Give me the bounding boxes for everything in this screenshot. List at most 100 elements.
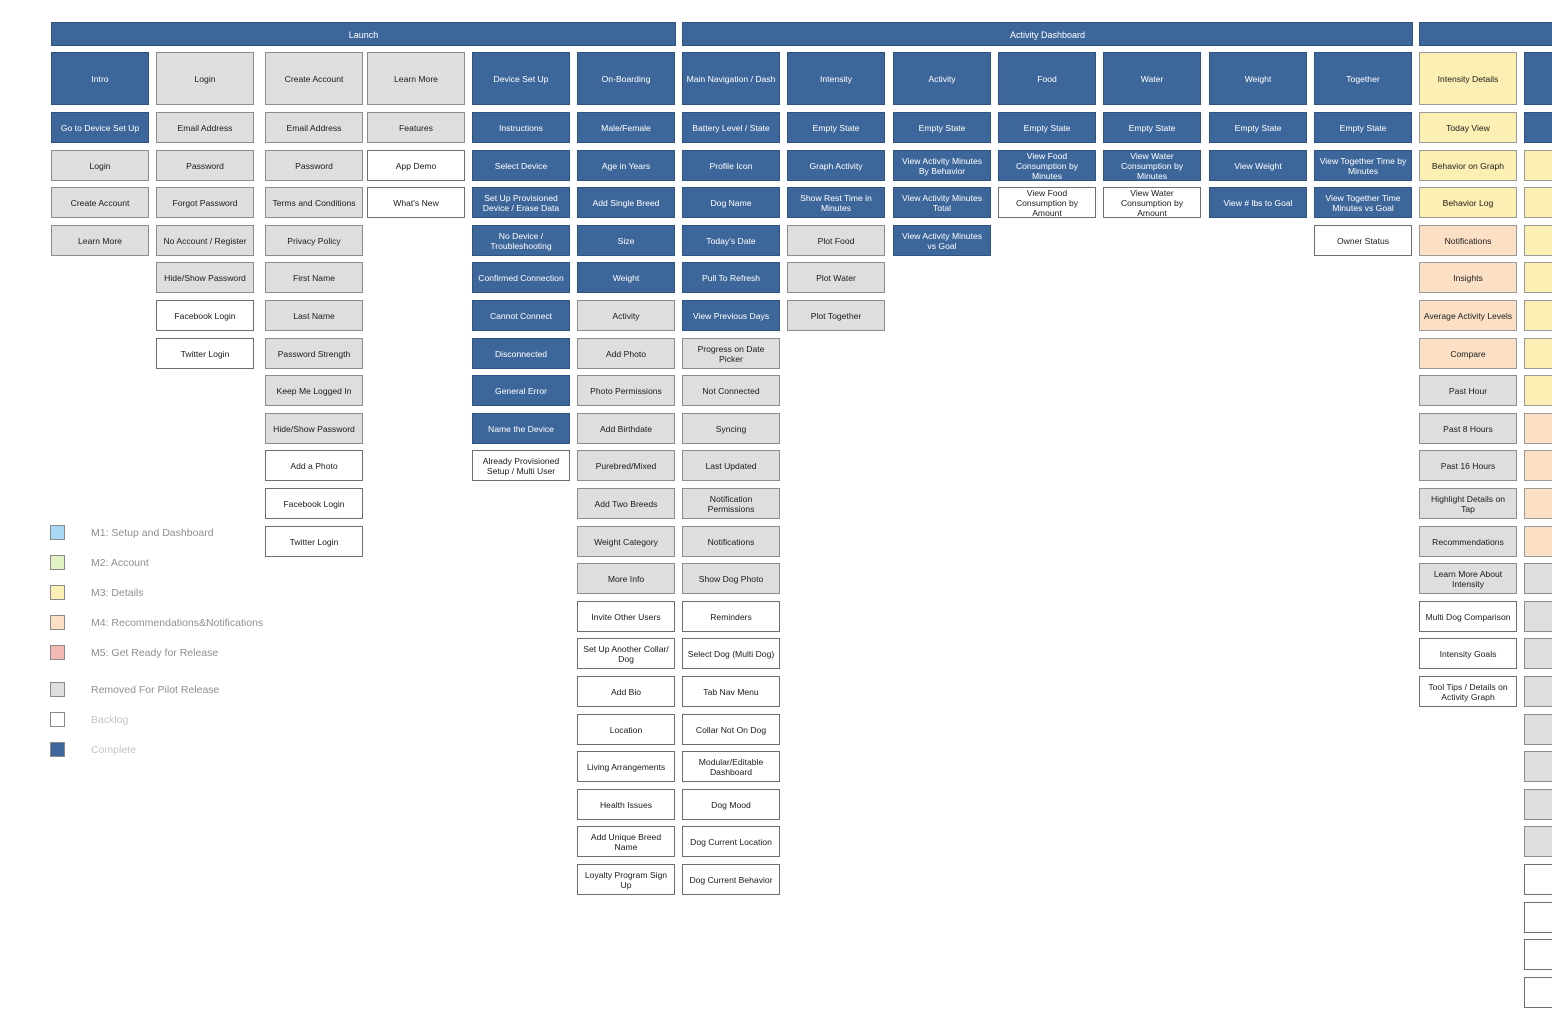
feature-card-blank[interactable]: [1524, 826, 1552, 857]
feature-card-view-activity-minutes-by-behavior[interactable]: View Activity Minutes By Behavior: [893, 150, 991, 181]
feature-card-c[interactable]: C: [1524, 338, 1552, 369]
feature-card-create-account[interactable]: Create Account: [51, 187, 149, 218]
feature-card-lea[interactable]: Lea: [1524, 789, 1552, 820]
feature-card-add-unique-breed-name[interactable]: Add Unique Breed Name: [577, 826, 675, 857]
feature-card-hide-show-password[interactable]: Hide/Show Password: [265, 413, 363, 444]
feature-card-multi[interactable]: Multi: [1524, 864, 1552, 895]
feature-card-features[interactable]: Features: [367, 112, 465, 143]
column-header-be[interactable]: Be: [1524, 52, 1552, 105]
feature-card-empty-state[interactable]: Empty State: [893, 112, 991, 143]
feature-card-terms-and-conditions[interactable]: Terms and Conditions: [265, 187, 363, 218]
feature-card-no-device-troubleshooting[interactable]: No Device / Troubleshooting: [472, 225, 570, 256]
column-header-device-set-up[interactable]: Device Set Up: [472, 52, 570, 105]
feature-card-empty-state[interactable]: Empty State: [1209, 112, 1307, 143]
feature-card-name-the-device[interactable]: Name the Device: [472, 413, 570, 444]
column-header-intro[interactable]: Intro: [51, 52, 149, 105]
feature-card-insights[interactable]: Insights: [1419, 262, 1517, 293]
feature-card-health-issues[interactable]: Health Issues: [577, 789, 675, 820]
feature-card-living-arrangements[interactable]: Living Arrangements: [577, 751, 675, 782]
feature-card-today-s-date[interactable]: Today's Date: [682, 225, 780, 256]
feature-card-average-activity-levels[interactable]: Average Activity Levels: [1419, 300, 1517, 331]
feature-card-login[interactable]: Login: [51, 150, 149, 181]
feature-card-progress-on-date-picker[interactable]: Progress on Date Picker: [682, 338, 780, 369]
feature-card-empty-state[interactable]: Empty State: [998, 112, 1096, 143]
feature-card-facebook-login[interactable]: Facebook Login: [265, 488, 363, 519]
feature-card-blank[interactable]: [1524, 488, 1552, 519]
feature-card-plot-water[interactable]: Plot Water: [787, 262, 885, 293]
feature-card-blank[interactable]: [1524, 375, 1552, 406]
feature-card-add-single-breed[interactable]: Add Single Breed: [577, 187, 675, 218]
feature-card-view-water-consumption-by-minutes[interactable]: View Water Consumption by Minutes: [1103, 150, 1201, 181]
feature-card-no-account-register[interactable]: No Account / Register: [156, 225, 254, 256]
feature-card-battery-level-state[interactable]: Battery Level / State: [682, 112, 780, 143]
column-header-together[interactable]: Together: [1314, 52, 1412, 105]
feature-card-add-bio[interactable]: Add Bio: [577, 676, 675, 707]
feature-card-select-device[interactable]: Select Device: [472, 150, 570, 181]
feature-card-s[interactable]: S: [1524, 112, 1552, 143]
feature-card-view-activity-minutes-total[interactable]: View Activity Minutes Total: [893, 187, 991, 218]
feature-card-modular-editable-dashboard[interactable]: Modular/Editable Dashboard: [682, 751, 780, 782]
feature-card-age-in-years[interactable]: Age in Years: [577, 150, 675, 181]
feature-card-tab-nav-menu[interactable]: Tab Nav Menu: [682, 676, 780, 707]
feature-card-instructions[interactable]: Instructions: [472, 112, 570, 143]
feature-card-owner-status[interactable]: Owner Status: [1314, 225, 1412, 256]
feature-card-male-female[interactable]: Male/Female: [577, 112, 675, 143]
feature-card-av-m[interactable]: Av M: [1524, 413, 1552, 444]
feature-card-blank[interactable]: [1524, 638, 1552, 669]
feature-card-behavior-log[interactable]: Behavior Log: [1419, 187, 1517, 218]
feature-card-view-together-time-minutes-vs-goal[interactable]: View Together Time Minutes vs Goal: [1314, 187, 1412, 218]
feature-card-multi-dog-comparison[interactable]: Multi Dog Comparison: [1419, 601, 1517, 632]
feature-card-blank[interactable]: [1524, 450, 1552, 481]
feature-card-purebred-mixed[interactable]: Purebred/Mixed: [577, 450, 675, 481]
feature-card-weight[interactable]: Weight: [577, 262, 675, 293]
feature-card-invite-other-users[interactable]: Invite Other Users: [577, 601, 675, 632]
feature-card-view-previous-days[interactable]: View Previous Days: [682, 300, 780, 331]
feature-card-general-error[interactable]: General Error: [472, 375, 570, 406]
feature-card-dog-current-behavior[interactable]: Dog Current Behavior: [682, 864, 780, 895]
feature-card-forgot-password[interactable]: Forgot Password: [156, 187, 254, 218]
feature-card-view-together-time-by-minutes[interactable]: View Together Time by Minutes: [1314, 150, 1412, 181]
feature-card-facebook-login[interactable]: Facebook Login: [156, 300, 254, 331]
feature-card-privacy-policy[interactable]: Privacy Policy: [265, 225, 363, 256]
feature-card-last-name[interactable]: Last Name: [265, 300, 363, 331]
feature-card-twitter-login[interactable]: Twitter Login: [156, 338, 254, 369]
feature-card-location[interactable]: Location: [577, 714, 675, 745]
feature-card-first-name[interactable]: First Name: [265, 262, 363, 293]
feature-card-dog-mood[interactable]: Dog Mood: [682, 789, 780, 820]
feature-card-notifications[interactable]: Notifications: [682, 526, 780, 557]
feature-card-highli[interactable]: Highli: [1524, 676, 1552, 707]
feature-card-profile-icon[interactable]: Profile Icon: [682, 150, 780, 181]
feature-card-graph-activity[interactable]: Graph Activity: [787, 150, 885, 181]
feature-card-intensity-goals[interactable]: Intensity Goals: [1419, 638, 1517, 669]
feature-card-loyalty-program-sign-up[interactable]: Loyalty Program Sign Up: [577, 864, 675, 895]
feature-card-d[interactable]: D: [1524, 902, 1552, 933]
feature-card-keep-me-logged-in[interactable]: Keep Me Logged In: [265, 375, 363, 406]
feature-card-pull-to-refresh[interactable]: Pull To Refresh: [682, 262, 780, 293]
column-header-create-account[interactable]: Create Account: [265, 52, 363, 105]
column-header-main-navigation-dash[interactable]: Main Navigation / Dash: [682, 52, 780, 105]
feature-card-behavior-on-graph[interactable]: Behavior on Graph: [1419, 150, 1517, 181]
feature-card-view[interactable]: View: [1524, 262, 1552, 293]
feature-card-size[interactable]: Size: [577, 225, 675, 256]
feature-card-blank[interactable]: [1524, 526, 1552, 557]
feature-card-learn-more-about-intensity[interactable]: Learn More About Intensity: [1419, 563, 1517, 594]
column-header-food[interactable]: Food: [998, 52, 1096, 105]
feature-card-hide-show-password[interactable]: Hide/Show Password: [156, 262, 254, 293]
feature-card-recommendations[interactable]: Recommendations: [1419, 526, 1517, 557]
column-header-learn-more[interactable]: Learn More: [367, 52, 465, 105]
feature-card-blank[interactable]: [1524, 601, 1552, 632]
feature-card-email-address[interactable]: Email Address: [156, 112, 254, 143]
feature-card-notifications[interactable]: Notifications: [1419, 225, 1517, 256]
feature-card-blank[interactable]: [1524, 563, 1552, 594]
feature-card-c[interactable]: C: [1524, 939, 1552, 970]
feature-card-past-16-hours[interactable]: Past 16 Hours: [1419, 450, 1517, 481]
feature-card-add-a-photo[interactable]: Add a Photo: [265, 450, 363, 481]
feature-card-set-up-provisioned-device-erase-data[interactable]: Set Up Provisioned Device / Erase Data: [472, 187, 570, 218]
feature-card-add-photo[interactable]: Add Photo: [577, 338, 675, 369]
feature-card-view-food-consumption-by-minutes[interactable]: View Food Consumption by Minutes: [998, 150, 1096, 181]
feature-card-password[interactable]: Password: [265, 150, 363, 181]
feature-card-not-connected[interactable]: Not Connected: [682, 375, 780, 406]
feature-card-app-demo[interactable]: App Demo: [367, 150, 465, 181]
feature-card-today-view[interactable]: Today View: [1419, 112, 1517, 143]
feature-card-empty-state[interactable]: Empty State: [787, 112, 885, 143]
